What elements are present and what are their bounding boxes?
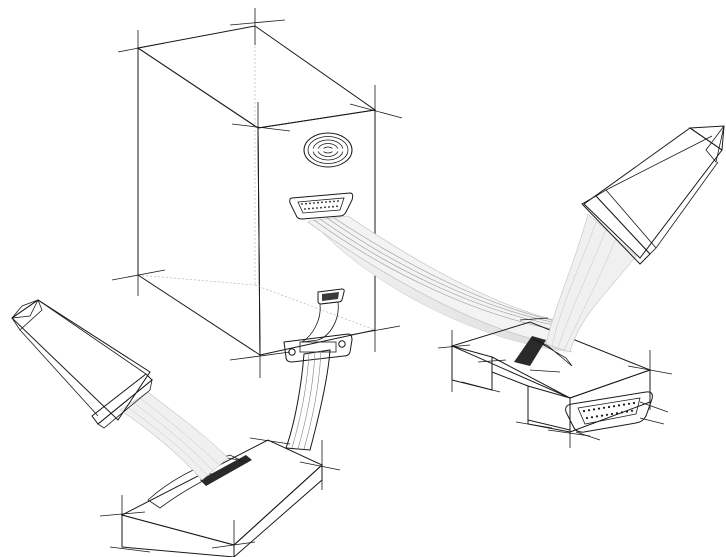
- probe-left: [11, 299, 153, 429]
- probe-left-ribbon: [119, 391, 229, 481]
- db25-port-on-tower: [289, 192, 354, 220]
- small-port-on-tower: [317, 288, 345, 305]
- ribbon-cable-left: [283, 301, 353, 451]
- db25-connector-right: [565, 391, 665, 441]
- ribbon-cable-right: [307, 215, 579, 353]
- computer-tower: [111, 8, 403, 378]
- adapter-board-right: [437, 317, 673, 448]
- probe-right: [581, 125, 725, 265]
- fan-icon: [303, 132, 353, 168]
- tower-top-face: [136, 25, 377, 129]
- tower-side-face: [137, 47, 261, 356]
- probe-right-ribbon: [545, 213, 637, 353]
